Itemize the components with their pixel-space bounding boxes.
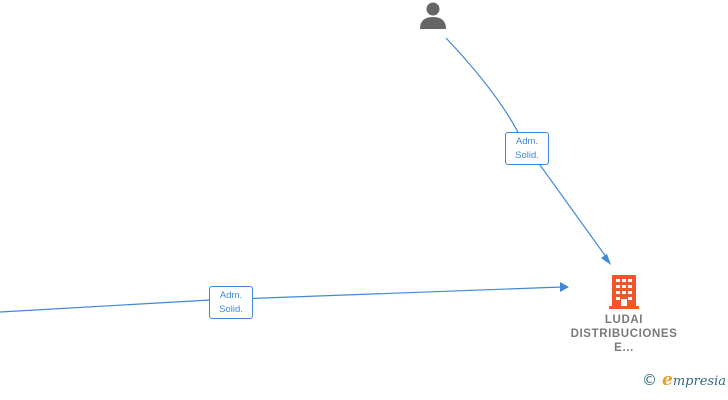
edge-arrowhead bbox=[560, 282, 569, 292]
edge-label-line: Adm. bbox=[219, 290, 243, 301]
person-icon bbox=[420, 2, 446, 29]
edge-label-line: Adm. bbox=[515, 136, 539, 147]
company-name: LUDAI DISTRIBUCIONES E... bbox=[560, 313, 688, 355]
brand-logo-text: mpresia bbox=[672, 374, 726, 389]
edge-label-line: Solid. bbox=[219, 304, 243, 315]
company-name-line: LUDAI bbox=[604, 314, 644, 326]
brand-watermark[interactable]: © empresia bbox=[642, 370, 726, 390]
company-node[interactable]: LUDAI DISTRIBUCIONES E... bbox=[560, 270, 688, 360]
brand-logo-initial: e bbox=[662, 370, 673, 390]
company-name-line: DISTRIBUCIONES bbox=[570, 328, 678, 340]
person-node[interactable] bbox=[417, 0, 449, 32]
edge-label-left-company[interactable]: Adm. Solid. bbox=[209, 286, 253, 319]
edge-arrowhead bbox=[601, 254, 611, 265]
edge-left-to-company[interactable] bbox=[0, 286, 563, 313]
building-icon bbox=[609, 275, 639, 309]
edge-label-person-company[interactable]: Adm. Solid. bbox=[505, 132, 549, 165]
company-name-line: E... bbox=[614, 342, 634, 354]
copyright-icon: © bbox=[642, 371, 658, 389]
brand-logo: empresia bbox=[662, 370, 726, 390]
edge-label-line: Solid. bbox=[515, 150, 539, 161]
